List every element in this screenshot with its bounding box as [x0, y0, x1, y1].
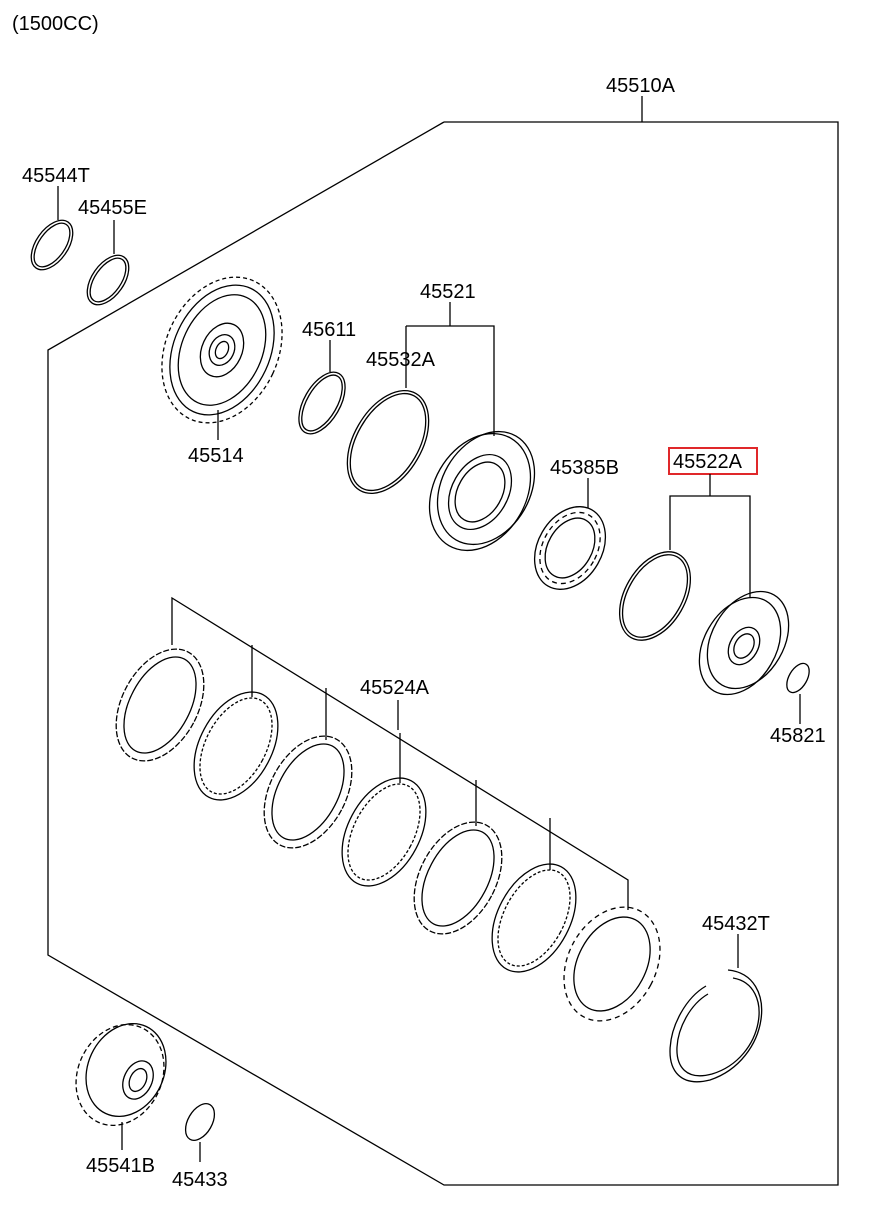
- label-45541B[interactable]: 45541B: [86, 1155, 155, 1177]
- snap-ring-45455E[interactable]: [79, 248, 137, 312]
- label-45821[interactable]: 45821: [770, 725, 826, 747]
- steel-plate-2[interactable]: [246, 721, 369, 863]
- label-45385B[interactable]: 45385B: [550, 457, 619, 479]
- assembly-outline: [47, 121, 839, 1186]
- snap-ring-45433[interactable]: [180, 1099, 221, 1146]
- snap-ring-45432T[interactable]: [669, 969, 763, 1083]
- label-45544T[interactable]: 45544T: [22, 165, 90, 187]
- steel-plate-1[interactable]: [98, 634, 221, 776]
- friction-disc-1[interactable]: [177, 678, 295, 814]
- label-45611[interactable]: 45611: [302, 319, 356, 341]
- label-45532A[interactable]: 45532A: [366, 349, 436, 371]
- engine-spec-label: (1500CC): [12, 13, 99, 35]
- spring-retainer-45385B[interactable]: [520, 494, 619, 602]
- label-45521[interactable]: 45521: [420, 281, 476, 303]
- label-45433[interactable]: 45433: [172, 1169, 228, 1191]
- highlight-box-45522A: [668, 447, 758, 475]
- friction-disc-2[interactable]: [325, 764, 443, 900]
- seal-ring-45611[interactable]: [289, 365, 354, 442]
- steel-plate-3[interactable]: [396, 807, 519, 949]
- piston-assembly-45521[interactable]: [409, 414, 554, 569]
- piston-cover-45522A[interactable]: [683, 577, 805, 709]
- bracket-45522A: [669, 495, 751, 598]
- bracket-45521: [406, 325, 495, 436]
- label-45522A[interactable]: 45522A: [673, 451, 743, 473]
- label-45432T[interactable]: 45432T: [702, 913, 770, 935]
- seal-ring-45522A[interactable]: [605, 539, 705, 652]
- gear-45541B[interactable]: [60, 1010, 181, 1140]
- label-45510A[interactable]: 45510A: [606, 75, 676, 97]
- backing-plate[interactable]: [545, 890, 679, 1037]
- snap-ring-45544T[interactable]: [23, 213, 81, 277]
- bracket-45524A: [171, 596, 629, 910]
- label-45514[interactable]: 45514: [188, 445, 244, 467]
- clutch-drum-45514[interactable]: [139, 257, 305, 442]
- label-45455E[interactable]: 45455E: [78, 197, 147, 219]
- label-45524A[interactable]: 45524A: [360, 677, 430, 699]
- snap-ring-45821[interactable]: [782, 660, 814, 697]
- seal-ring-45532A[interactable]: [331, 377, 446, 508]
- friction-disc-3[interactable]: [475, 850, 593, 986]
